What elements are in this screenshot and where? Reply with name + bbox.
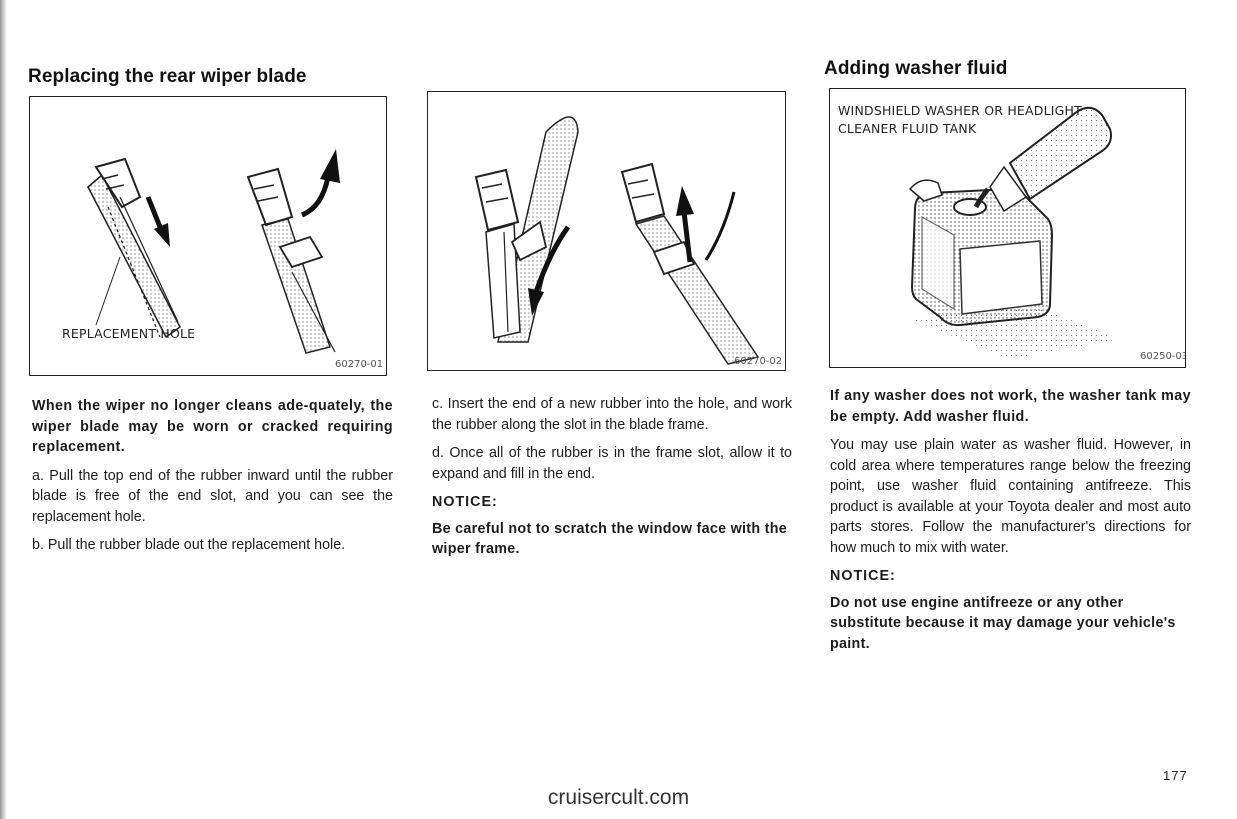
figure-remove-wiper-rubber: REPLACEMENT HOLE 60270-01 — [29, 96, 387, 376]
wiper-blade-right-drawing — [246, 167, 336, 354]
arrow-down-icon — [145, 196, 170, 247]
page-binding-edge — [0, 0, 7, 819]
step-b: b. Pull the rubber blade out the replace… — [32, 537, 346, 553]
body-paragraph: You may use plain water as washer fluid.… — [830, 437, 1191, 556]
step-c: c. Insert the end of a new rubber into t… — [432, 396, 792, 433]
arrow-up-curved-icon — [300, 149, 340, 218]
middle-text-column: c. Insert the end of a new rubber into t… — [432, 394, 792, 568]
notice-heading: NOTICE: — [432, 494, 498, 510]
step-a: a. Pull the top end of the rubber inward… — [32, 467, 393, 525]
section-title-rear-wiper: Replacing the rear wiper blade — [28, 66, 307, 87]
washer-tank-drawing — [908, 179, 1120, 359]
arrow-down-curved-icon — [528, 225, 571, 316]
lead-paragraph: If any washer does not work, the washer … — [830, 388, 1191, 425]
page-number: 177 — [1163, 768, 1188, 783]
watermark: cruisercult.com — [547, 786, 690, 809]
figure-code: 60270-02 — [734, 356, 783, 367]
wiper-blade-left-drawing — [474, 116, 579, 343]
notice-text: Be careful not to scratch the window fac… — [432, 520, 787, 558]
lead-paragraph: When the wiper no longer cleans ade-quat… — [32, 398, 393, 455]
wiper-blade-left-drawing — [87, 157, 181, 339]
tank-label-line-1: WINDSHIELD WASHER OR HEADLIGHT — [838, 103, 1082, 118]
tank-label-line-2: CLEANER FLUID TANK — [838, 121, 977, 136]
right-text-column: If any washer does not work, the washer … — [830, 386, 1191, 662]
washer-tank-illustration — [908, 106, 1120, 359]
wiper-insert-illustration — [474, 116, 760, 365]
step-d: d. Once all of the rubber is in the fram… — [432, 445, 792, 482]
wiper-removal-illustration — [87, 149, 340, 354]
arrow-up-icon — [676, 186, 736, 263]
left-text-column: When the wiper no longer cleans ade-quat… — [32, 396, 393, 564]
notice-text: Do not use engine antifreeze or any othe… — [830, 594, 1176, 652]
figure-insert-wiper-rubber: 60270-02 — [427, 91, 786, 371]
wiper-blade-right-drawing — [620, 162, 760, 365]
figure-code: 60270-01 — [335, 359, 384, 370]
section-title-washer-fluid: Adding washer fluid — [824, 58, 1008, 79]
notice-heading: NOTICE: — [830, 568, 896, 584]
figure-washer-fluid-tank: WINDSHIELD WASHER OR HEADLIGHT CLEANER F… — [829, 88, 1186, 368]
fluid-bottle-drawing — [973, 106, 1112, 213]
replacement-hole-label: REPLACEMENT HOLE — [62, 326, 196, 341]
figure-code: 60250-03 — [1140, 351, 1186, 362]
